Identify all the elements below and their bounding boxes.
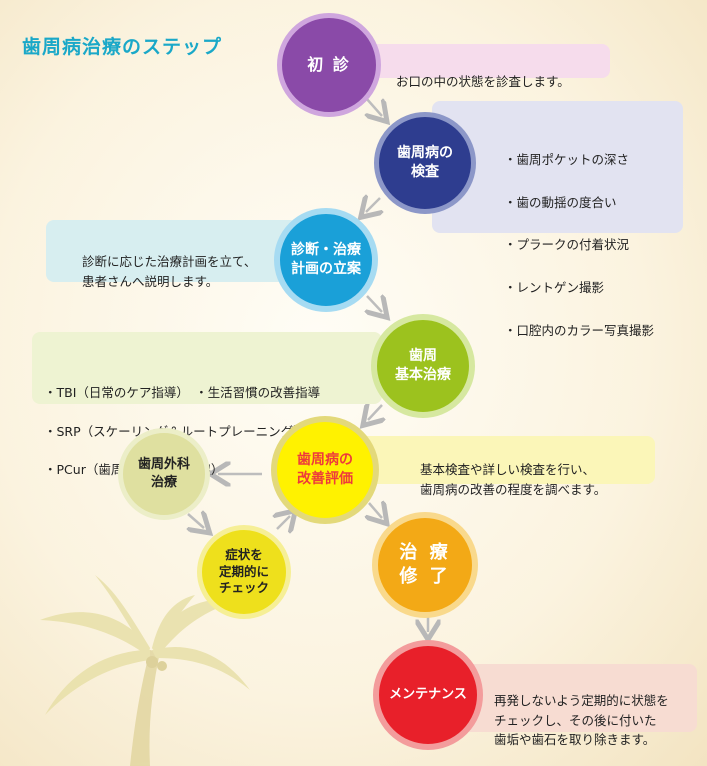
step-maintenance-circle: メンテナンス — [373, 640, 483, 750]
kihon-items-box: ・TBI（日常のケア指導） ・生活習慣の改善指導 ・SRP（スケーリング＆ルート… — [32, 332, 382, 404]
step-hyoka-label: 歯周病の 改善評価 — [297, 451, 353, 489]
kensa-item: ・レントゲン撮影 — [504, 278, 683, 297]
step-kihon-label: 歯周 基本治療 — [395, 347, 451, 385]
hyoka-note-box: 基本検査や詳しい検査を行い、 歯周病の改善の程度を調べます。 — [352, 436, 655, 484]
step-kensa-label: 歯周病の 検査 — [397, 144, 453, 182]
step-shoshin-circle: 初 診 — [277, 13, 381, 117]
arrow-keikaku-to-kihon — [367, 296, 382, 312]
step-check-label: 症状を 定期的に チェック — [219, 547, 269, 598]
kensa-item: ・口腔内のカラー写真撮影 — [504, 321, 683, 340]
step-geka-circle: 歯周外科 治療 — [118, 428, 210, 520]
kihon-item: ・TBI（日常のケア指導） ・生活習慣の改善指導 — [44, 383, 382, 402]
step-kensa-circle: 歯周病の 検査 — [374, 112, 476, 214]
maintenance-note: 再発しないよう定期的に状態を チェックし、その後に付いた 歯垢や歯石を取り除きま… — [494, 693, 669, 747]
step-keikaku-label: 診断・治療 計画の立案 — [291, 241, 361, 279]
step-keikaku-circle: 診断・治療 計画の立案 — [274, 208, 378, 312]
step-geka-label: 歯周外科 治療 — [138, 456, 190, 491]
hyoka-note: 基本検査や詳しい検査を行い、 歯周病の改善の程度を調べます。 — [420, 462, 606, 496]
step-check-circle: 症状を 定期的に チェック — [197, 525, 291, 619]
kensa-item: ・歯周ポケットの深さ — [504, 150, 683, 169]
arrow-kensa-to-keikaku — [366, 198, 380, 212]
arrow-shoshin-to-kensa — [366, 98, 382, 116]
step-maintenance-label: メンテナンス — [389, 686, 467, 704]
kensa-item: ・歯の動揺の度合い — [504, 193, 683, 212]
shoshin-note: お口の中の状態を診査します。 — [396, 74, 570, 89]
step-shoshin-label: 初 診 — [307, 54, 351, 76]
keikaku-note-box: 診断に応じた治療計画を立て、 患者さんへ説明します。 — [46, 220, 298, 282]
step-hyoka-circle: 歯周病の 改善評価 — [271, 416, 379, 524]
step-kihon-circle: 歯周 基本治療 — [371, 314, 475, 418]
kensa-item: ・プラークの付着状況 — [504, 235, 683, 254]
step-shuryo-label: 治 療 修 了 — [399, 541, 450, 590]
step-shuryo-circle: 治 療 修 了 — [372, 512, 478, 618]
shoshin-note-box: お口の中の状態を診査します。 — [350, 44, 610, 78]
page-title: 歯周病治療のステップ — [22, 32, 222, 59]
